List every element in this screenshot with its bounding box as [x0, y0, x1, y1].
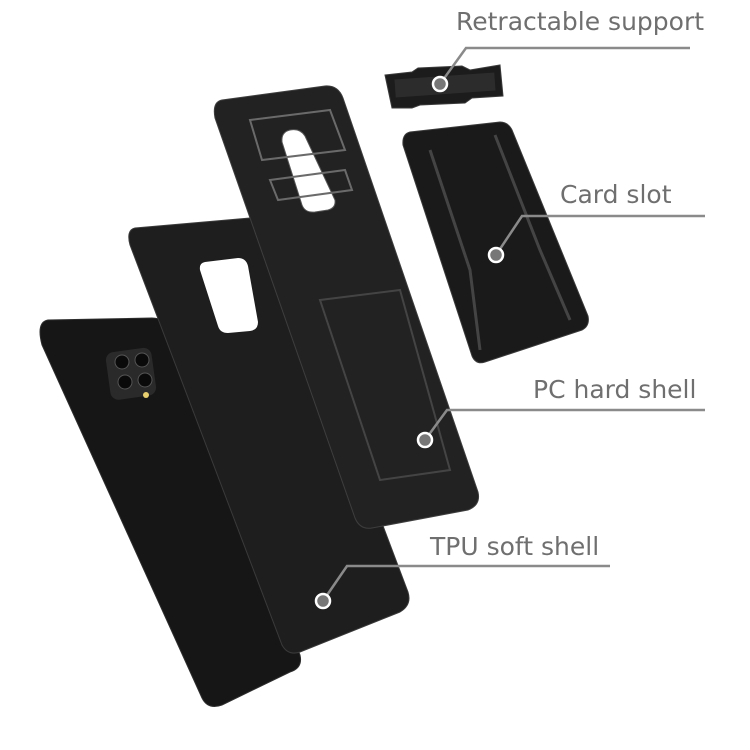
card-slot: [402, 121, 589, 364]
callout-label: PC hard shell: [533, 375, 696, 404]
callout-label: Retractable support: [456, 7, 704, 36]
pc-hard-shell: [213, 85, 479, 529]
tpu-soft-shell: [128, 217, 410, 654]
callout-card-slot: Card slot: [487, 180, 705, 264]
callout-retractable-support: Retractable support: [431, 7, 704, 93]
callout-label: TPU soft shell: [429, 532, 599, 561]
phone: [39, 317, 301, 707]
callout-label: Card slot: [560, 180, 672, 209]
callout-tpu-soft-shell: TPU soft shell: [314, 532, 610, 610]
callout-pc-hard-shell: PC hard shell: [416, 375, 705, 449]
